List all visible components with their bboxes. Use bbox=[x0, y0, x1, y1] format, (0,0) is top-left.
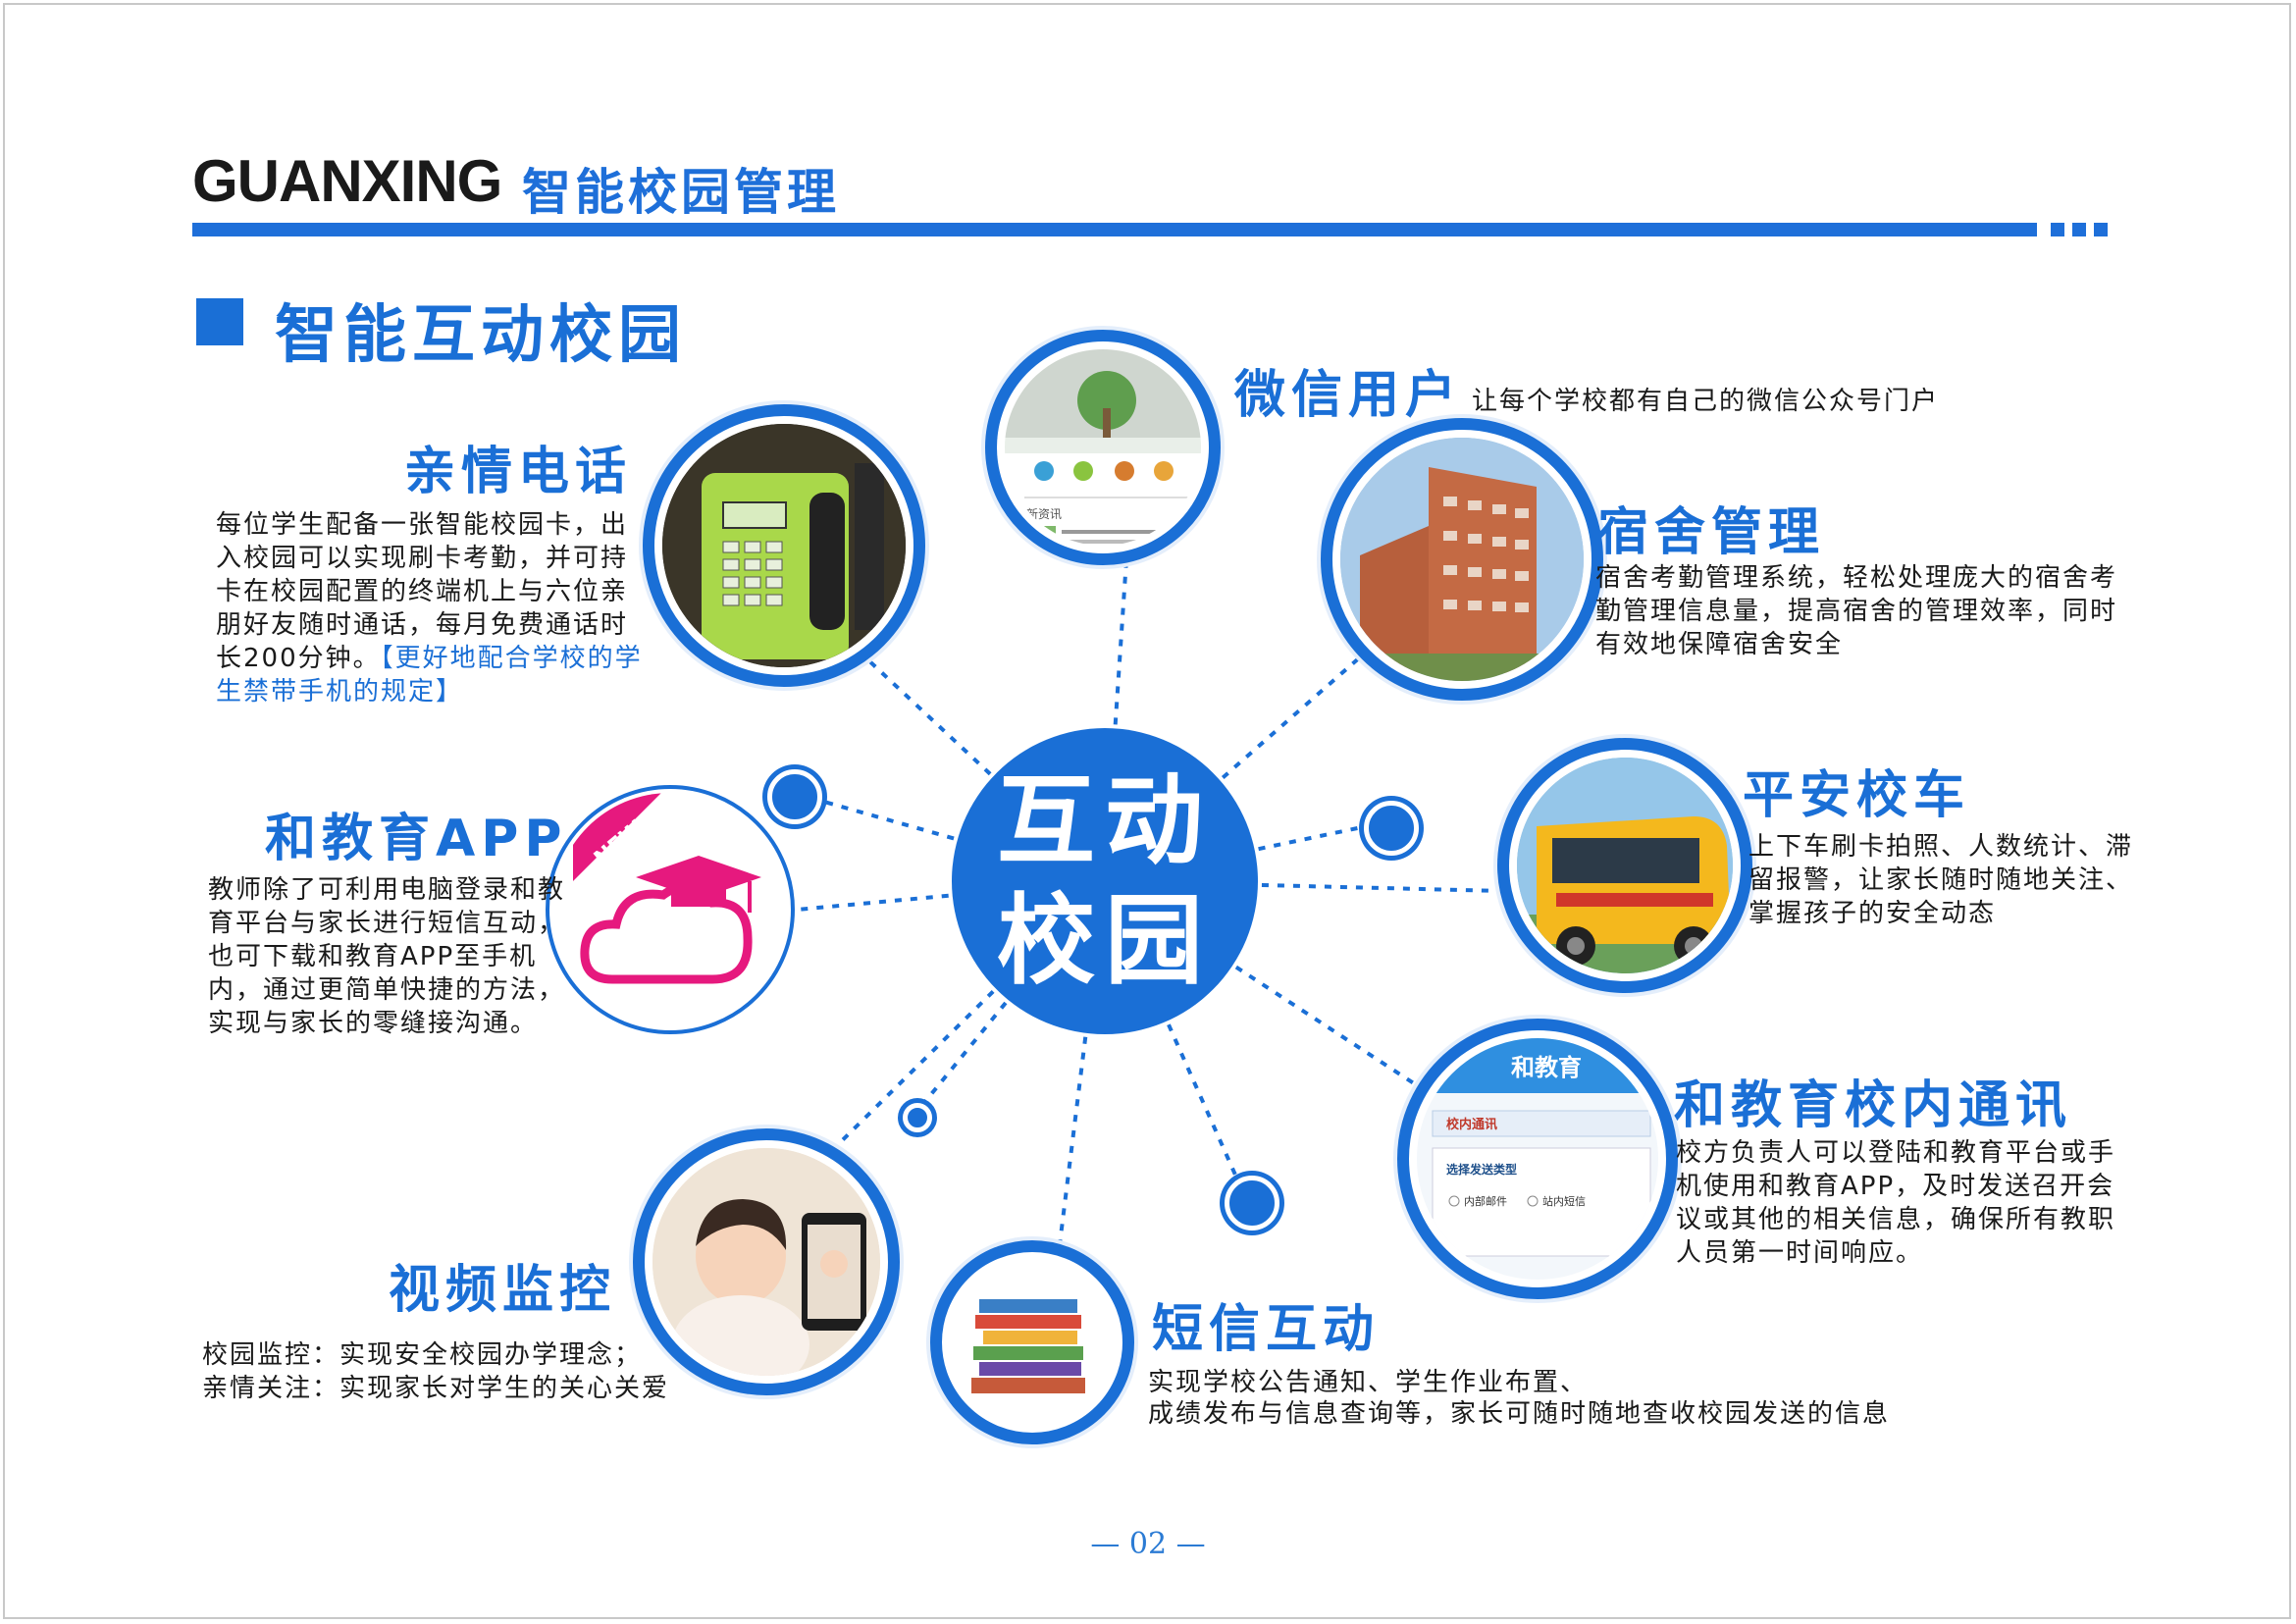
connector-sms-dot bbox=[1103, 880, 1248, 1200]
page-frame bbox=[3, 3, 2291, 1619]
phone-desc-highlight: 【更好地配合学校的学生禁带手机的规定】 bbox=[216, 644, 643, 707]
phone-desc-text: 每位学生配备一张智能校园卡，出入校园可以实现刷卡考勤，并可持卡在校园配置的终端机… bbox=[216, 510, 629, 673]
bus-desc: 上下车刷卡拍照、人数统计、滞留报警，让家长随时随地关注、掌握孩子的安全动态 bbox=[1748, 832, 2134, 928]
comm-screen-brand: 和教育 bbox=[1511, 1054, 1582, 1081]
header-rule bbox=[192, 223, 2037, 236]
video-desc-line-1: 校园监控：实现安全校园办学理念； bbox=[202, 1340, 643, 1370]
video-title: 视频监控 bbox=[389, 1261, 617, 1320]
connector-dot bbox=[1364, 801, 1419, 856]
phone-title: 亲情电话 bbox=[404, 443, 633, 501]
dorm-desc: 宿舍考勤管理系统，轻松处理庞大的宿舍考勤管理信息量，提高宿舍的管理效率，同时有效… bbox=[1595, 563, 2118, 659]
video-child-phone-icon bbox=[652, 1148, 880, 1376]
dorm-building-icon bbox=[1340, 438, 1584, 681]
app-title: 和教育APP bbox=[265, 810, 568, 868]
center-line-2: 校园 bbox=[997, 883, 1213, 998]
app-desc: 教师除了可利用电脑登录和教育平台与家长进行短信互动，也可下载和教育APP至手机内… bbox=[208, 875, 566, 1038]
comm-screen-label: 选择发送类型 bbox=[1446, 1162, 1517, 1177]
brand-logo: GUANXING bbox=[192, 148, 502, 214]
sms-image bbox=[930, 1240, 1134, 1444]
phone-image bbox=[643, 404, 925, 687]
dorm-title: 宿舍管理 bbox=[1597, 503, 1826, 562]
comm-screen-opt2: 站内短信 bbox=[1542, 1194, 1586, 1208]
section-marker bbox=[196, 298, 243, 345]
connector-video bbox=[803, 879, 1107, 1179]
connector-app bbox=[764, 879, 1106, 915]
header-subtitle: 智能校园管理 bbox=[522, 164, 840, 221]
sms-desc-line-2: 成绩发布与信息查询等，家长可随时随地查收校园发送的信息 bbox=[1148, 1399, 1891, 1429]
section-title: 智能互动校园 bbox=[275, 299, 687, 372]
payphone-icon bbox=[662, 424, 906, 667]
video-desc-line-2: 亲情关注：实现家长对学生的关心关爱 bbox=[202, 1374, 670, 1403]
cloud-graduation-icon: NEW bbox=[573, 793, 761, 984]
comm-screen-tab: 校内通讯 bbox=[1446, 1117, 1497, 1132]
connector-dot bbox=[903, 1103, 932, 1132]
center-hub: 互动 校园 bbox=[952, 728, 1258, 1034]
page-number: — 02 — bbox=[1090, 1527, 1206, 1561]
comm-screen-icon: 和教育 校内通讯 选择发送类型 内部邮件 站内短信 bbox=[1417, 1038, 1658, 1280]
phone-desc: 每位学生配备一张智能校园卡，出入校园可以实现刷卡考勤，并可持卡在校园配置的终端机… bbox=[216, 508, 650, 708]
sms-title: 短信互动 bbox=[1152, 1300, 1381, 1359]
wechat-title: 微信用户 bbox=[1234, 366, 1463, 425]
wechat-screen-icon: 新资讯 bbox=[1005, 349, 1201, 546]
connector-app-dot bbox=[792, 791, 1106, 883]
connector-dot bbox=[1225, 1176, 1279, 1231]
wechat-desc: 让每个学校都有自己的微信公众号门户 bbox=[1472, 387, 1940, 416]
header-rule-dots bbox=[2051, 223, 2108, 236]
center-line-1: 互动 bbox=[997, 763, 1213, 878]
comm-image: 和教育 校内通讯 选择发送类型 内部邮件 站内短信 bbox=[1397, 1019, 1678, 1299]
connector-dot bbox=[767, 769, 822, 824]
connector-sms bbox=[1058, 880, 1107, 1245]
bus-title: 平安校车 bbox=[1743, 766, 1971, 825]
comm-screen-opt1: 内部邮件 bbox=[1464, 1194, 1507, 1208]
dorm-image bbox=[1321, 418, 1603, 701]
app-image: NEW bbox=[546, 785, 795, 1034]
wechat-image: 新资讯 bbox=[985, 330, 1221, 565]
school-bus-icon bbox=[1517, 758, 1733, 973]
books-stack-icon bbox=[971, 1299, 1085, 1393]
bus-image bbox=[1497, 738, 1752, 993]
comm-desc: 校方负责人可以登陆和教育平台或手机使用和教育APP，及时发送召开会议或其他的相关… bbox=[1676, 1138, 2116, 1268]
sms-desc-line-1: 实现学校公告通知、学生作业布置、 bbox=[1148, 1368, 1589, 1397]
video-image bbox=[633, 1128, 900, 1395]
comm-title: 和教育校内通讯 bbox=[1674, 1076, 2073, 1135]
wechat-screen-news: 新资讯 bbox=[1026, 506, 1062, 521]
